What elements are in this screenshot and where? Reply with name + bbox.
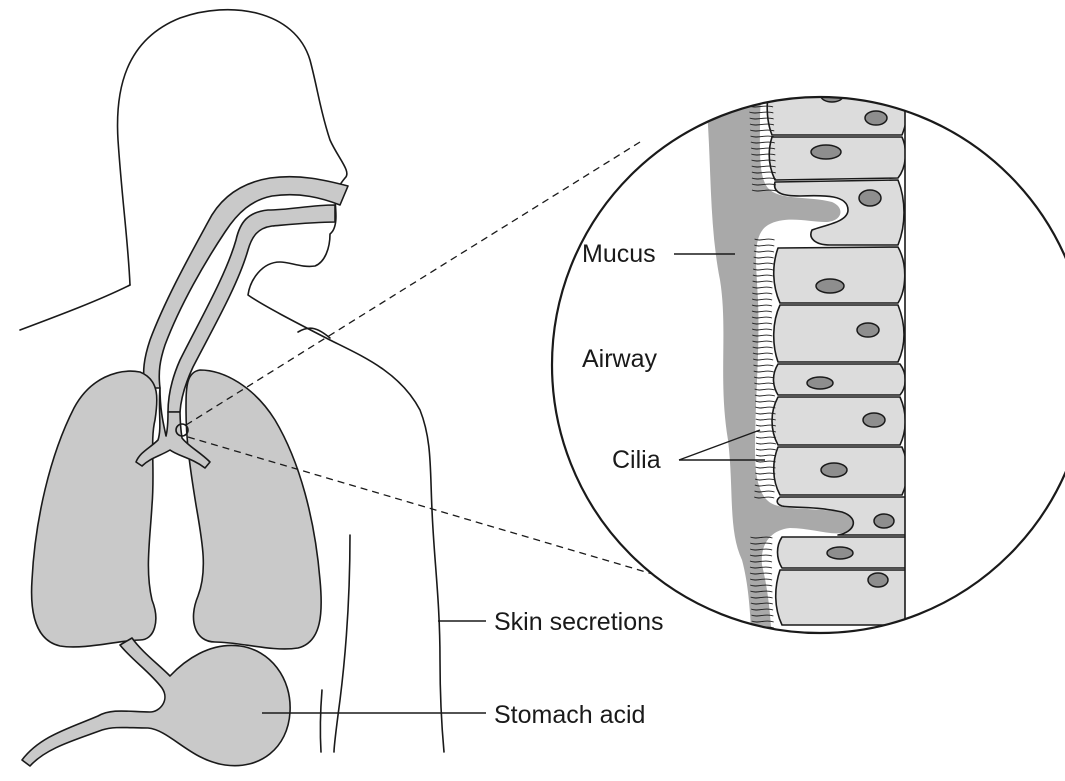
epithelial-cells — [767, 85, 1065, 645]
oesophagus-stomach — [22, 638, 290, 766]
cilium — [749, 94, 773, 95]
left-lung — [32, 371, 157, 647]
label-cilia: Cilia — [612, 446, 661, 474]
shoulder-line-left — [20, 285, 130, 330]
collarbone-line — [298, 328, 330, 338]
arm-line-right — [334, 535, 350, 752]
label-mucus: Mucus — [582, 240, 656, 268]
arm-line-inner — [320, 690, 322, 752]
label-skin-secretions: Skin secretions — [494, 608, 664, 636]
label-stomach-acid: Stomach acid — [494, 701, 645, 729]
label-airway: Airway — [582, 345, 658, 373]
